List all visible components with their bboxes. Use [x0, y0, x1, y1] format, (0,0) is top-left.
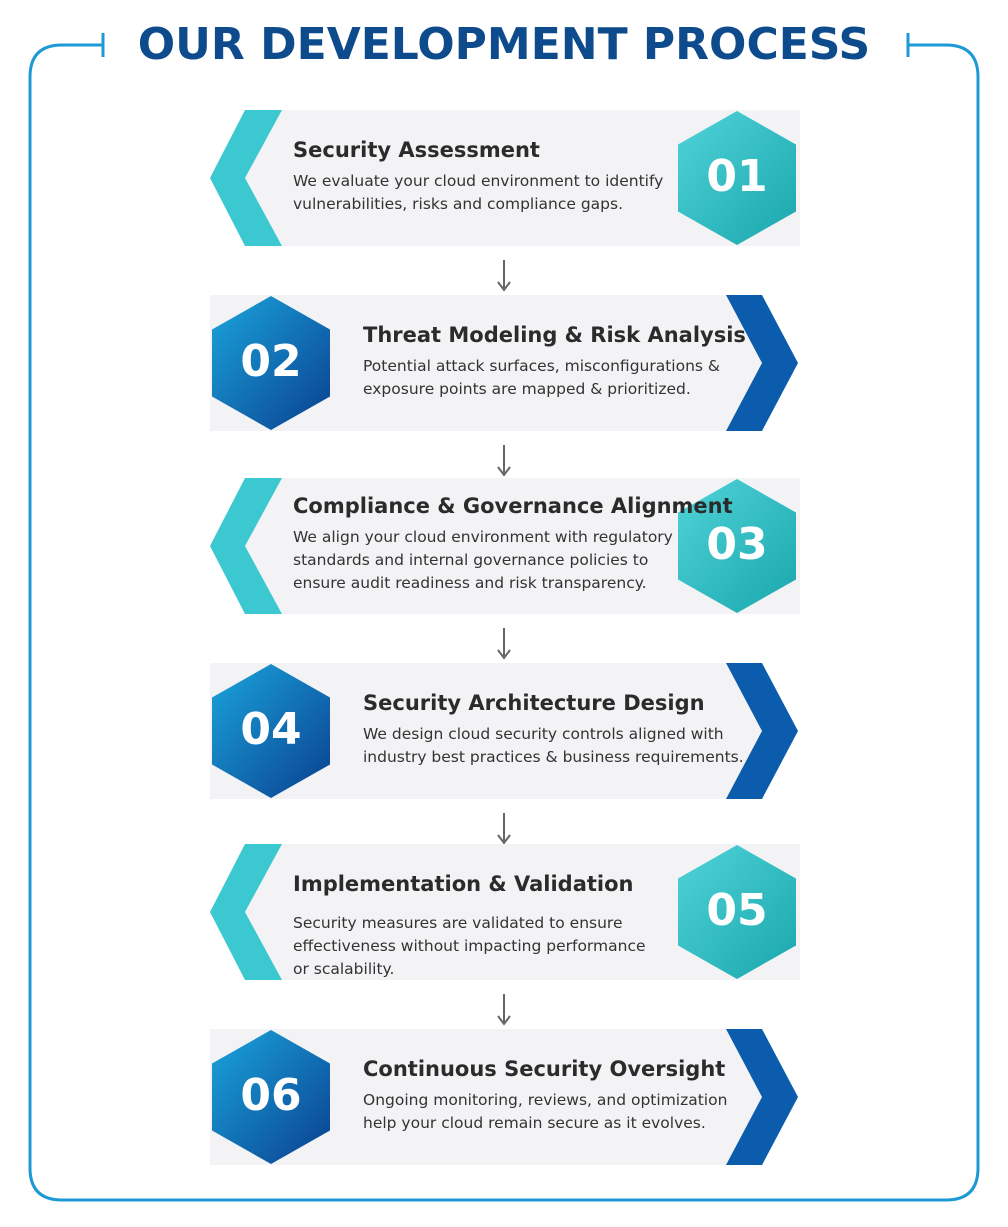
step-number: 02 — [240, 336, 302, 387]
chevron-left-icon — [210, 478, 282, 614]
arrow-down-icon — [497, 994, 511, 1026]
step-title: Compliance & Governance Alignment — [293, 494, 733, 518]
step-text: Compliance & Governance Alignment We alig… — [293, 492, 733, 595]
step-card-background — [210, 1029, 762, 1165]
chevron-left-icon — [210, 844, 282, 980]
arrow-down-icon — [497, 260, 511, 292]
chevron-right-icon — [726, 663, 798, 799]
hexagon-badge — [212, 1030, 330, 1164]
hexagon-badge — [212, 664, 330, 798]
chevron-right-icon — [726, 1029, 798, 1165]
step-text: Security Assessment We evaluate your clou… — [293, 136, 663, 216]
step-number: 05 — [706, 885, 768, 936]
step-description: We align your cloud environment with reg… — [293, 528, 673, 592]
step-card-background — [245, 478, 800, 614]
hexagon-badge — [212, 296, 330, 430]
arrow-down-icon — [497, 628, 511, 660]
step-number: 04 — [240, 704, 302, 755]
step-number: 03 — [706, 519, 768, 570]
hexagon-badge — [678, 479, 796, 613]
hexagon-badge — [678, 111, 796, 245]
arrow-down-icon — [497, 813, 511, 845]
hexagon-badge — [678, 845, 796, 979]
step-text: Security Architecture Design We design cl… — [363, 689, 744, 769]
step-card-background — [210, 663, 762, 799]
step-card-background — [245, 844, 800, 980]
step-number: 06 — [240, 1070, 302, 1121]
arrow-down-icon — [497, 445, 511, 477]
page-title: OUR DEVELOPMENT PROCESS — [137, 19, 871, 70]
step-description: We evaluate your cloud environment to id… — [293, 172, 664, 213]
process-step: 01 Security Assessment We evaluate your cl… — [0, 108, 1008, 258]
chevron-left-icon — [210, 110, 282, 246]
step-title: Threat Modeling & Risk Analysis — [363, 323, 746, 347]
step-card-background — [245, 110, 800, 246]
step-title: Security Architecture Design — [363, 691, 705, 715]
chevron-right-icon — [726, 295, 798, 431]
step-description: Potential attack surfaces, misconfigurat… — [363, 357, 721, 398]
step-title: Continuous Security Oversight — [363, 1057, 726, 1081]
step-description: We design cloud security controls aligne… — [363, 725, 744, 766]
step-description: Ongoing monitoring, reviews, and optimiz… — [363, 1091, 728, 1132]
step-title: Implementation & Validation — [293, 872, 634, 896]
process-step: 04 Security Architecture Design We design … — [0, 661, 1008, 811]
step-card-background — [210, 295, 762, 431]
step-description: Security measures are validated to ensur… — [293, 914, 646, 978]
step-number: 01 — [706, 151, 768, 202]
step-title: Security Assessment — [293, 138, 540, 162]
